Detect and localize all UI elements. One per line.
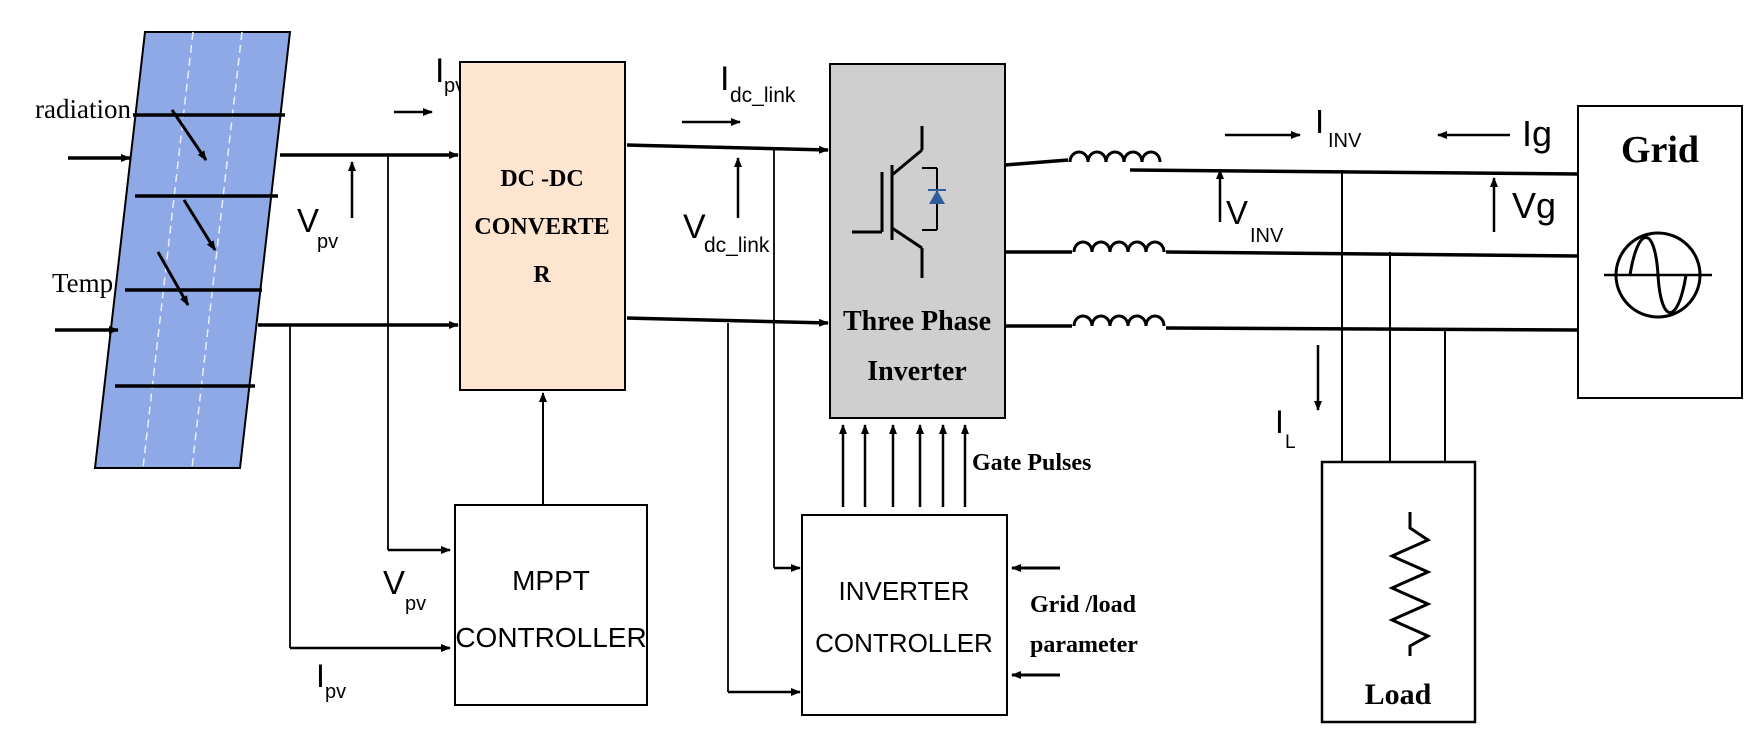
- vdc-link-label-sub: dc_link: [704, 234, 770, 257]
- mppt-line2: CONTROLLER: [455, 622, 646, 653]
- pv-panel: [93, 31, 292, 469]
- grid-load-label-1: Grid /load: [1030, 592, 1137, 618]
- igbt-icon: [852, 126, 946, 278]
- grid-label: Grid: [1621, 129, 1699, 171]
- ipv-mppt-label: I: [316, 658, 325, 694]
- pv-output-wires: [258, 108, 459, 652]
- temp-label: Temp: [52, 268, 113, 298]
- vpv-label: V: [297, 202, 319, 239]
- inverter-line1: Three Phase: [843, 306, 991, 337]
- three-phase-inverter-block: [829, 63, 1006, 419]
- ac-output-lines: [1004, 131, 1579, 462]
- dcdc-line3: R: [533, 262, 551, 288]
- il-label-sub: L: [1285, 432, 1296, 453]
- invctrl-line2: CONTROLLER: [815, 628, 993, 658]
- dcdc-converter-block: [459, 61, 626, 391]
- mppt-controller-block: [454, 504, 648, 706]
- idc-link-label: I: [720, 60, 729, 98]
- vg-label: Vg: [1512, 185, 1556, 226]
- mppt-line1: MPPT: [512, 565, 590, 596]
- vinv-label-sub: INV: [1250, 225, 1284, 247]
- vpv-mppt-label: V: [383, 564, 405, 601]
- grid-load-label-2: parameter: [1030, 632, 1138, 658]
- radiation-label: radiation: [35, 94, 131, 124]
- resistor-icon: [1388, 512, 1432, 656]
- inverter-line2: Inverter: [867, 356, 967, 387]
- ig-label: Ig: [1522, 113, 1552, 154]
- grid-block: [1577, 105, 1743, 399]
- load-label: Load: [1365, 678, 1432, 711]
- iinv-label: I: [1315, 103, 1324, 140]
- vpv-mppt-label-sub: pv: [405, 593, 426, 615]
- vinv-label: V: [1226, 194, 1248, 231]
- ipv-mppt-label-sub: pv: [325, 681, 346, 703]
- ipv-label: I: [435, 52, 444, 90]
- gate-pulse-arrows: [839, 424, 969, 507]
- idc-link-label-sub: dc_link: [730, 84, 796, 107]
- il-label: I: [1275, 404, 1284, 440]
- vpv-label-sub: pv: [317, 231, 338, 253]
- gate-pulses-label: Gate Pulses: [972, 450, 1091, 476]
- vdc-link-label: V: [683, 208, 706, 246]
- ac-source-icon: [1604, 231, 1712, 319]
- iinv-label-sub: INV: [1328, 130, 1362, 152]
- dcdc-line2: CONVERTE: [474, 214, 609, 240]
- dcdc-line1: DC -DC: [500, 166, 583, 192]
- dc-link-wires: [626, 118, 829, 696]
- inverter-controller-block: [801, 514, 1008, 716]
- invctrl-line1: INVERTER: [839, 576, 970, 606]
